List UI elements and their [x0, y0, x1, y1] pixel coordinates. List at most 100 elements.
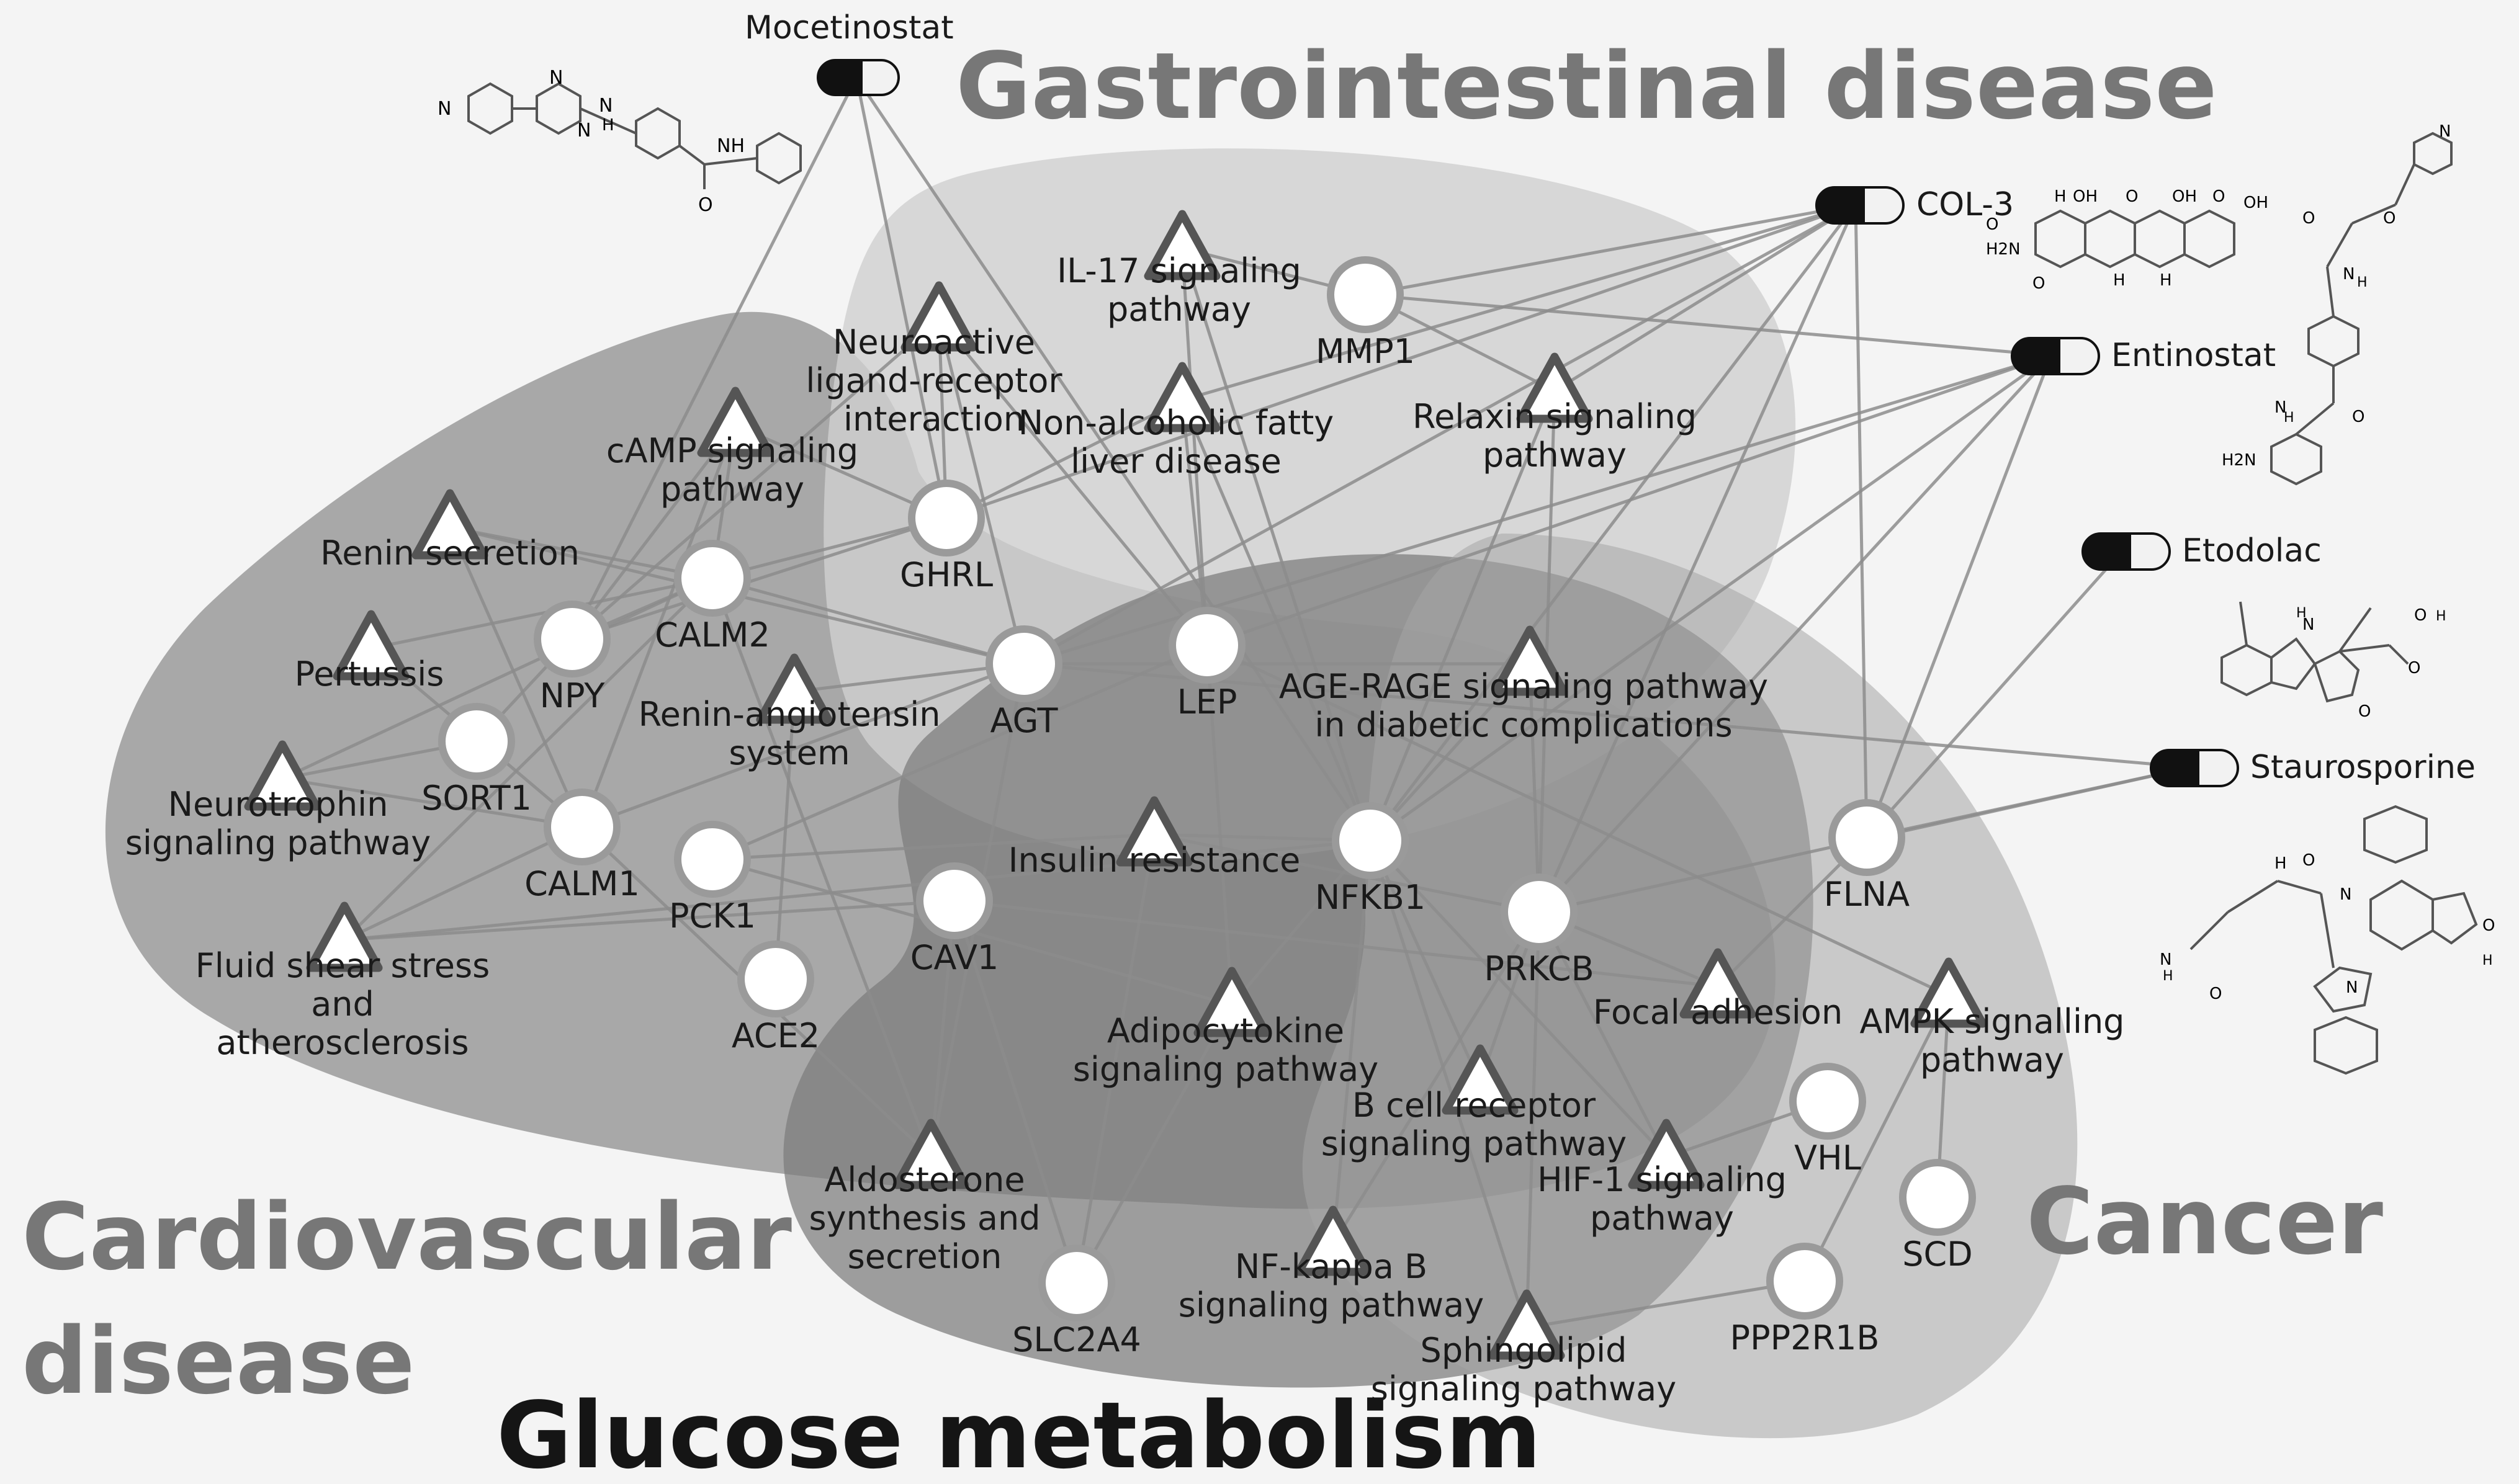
- gene-label: LEP: [1177, 682, 1237, 722]
- pathway-layer: IL-17 signalingpathwayNeuroactiveligand-…: [125, 210, 2125, 1408]
- region-label-gastrointestinal: Gastrointestinal disease: [956, 33, 2217, 140]
- gene-node-scd[interactable]: SCD: [1899, 1159, 1976, 1274]
- atom-label: H2N: [2222, 451, 2256, 470]
- region-label-cardiovascular-line1: Cardiovascular: [22, 1184, 792, 1290]
- pathway-node-focal[interactable]: Focal adhesion: [1593, 948, 1843, 1032]
- pathway-label: liver disease: [1071, 442, 1282, 481]
- gene-node-agt[interactable]: AGT: [986, 625, 1062, 740]
- gene-node-nfkb1[interactable]: NFKB1: [1315, 802, 1426, 917]
- edge-fluidshear-CALM1: [343, 825, 583, 942]
- gene-circle-icon: [1501, 874, 1578, 950]
- atom-label: N: [2346, 978, 2358, 997]
- edge-CALM2-AGT: [712, 576, 1025, 666]
- gene-node-pck1[interactable]: PCK1: [669, 821, 756, 936]
- edge-insulin-PCK1: [712, 833, 1155, 861]
- gene-node-calm2[interactable]: CALM2: [655, 540, 770, 655]
- drug-label-col3: COL-3: [1916, 186, 2014, 223]
- pathway-label: Aldosterone: [824, 1160, 1025, 1199]
- edge-SLC2A4-CAV1: [953, 900, 1079, 1284]
- drug-col3[interactable]: COL-3: [1815, 186, 2014, 225]
- edge-neuroactive-AGT: [937, 319, 1026, 664]
- edge-insulin-PRKCB: [1154, 833, 1540, 914]
- pathway-label: pathway: [1920, 1040, 2064, 1079]
- drug-staurosporine[interactable]: Staurosporine: [2150, 749, 2476, 787]
- gene-node-prkcb[interactable]: PRKCB: [1484, 874, 1594, 988]
- gene-node-mmp1[interactable]: MMP1: [1316, 256, 1415, 371]
- drug-entinostat[interactable]: Entinostat: [2011, 337, 2276, 375]
- edge-ras-AGT: [794, 662, 1025, 694]
- pathway-label: AGE-RAGE signaling pathway: [1279, 667, 1768, 706]
- pathway-triangle-icon: [1144, 210, 1221, 280]
- edge-entinostat-PRKCB: [1538, 354, 2052, 913]
- edge-nfkappab-NFKB1: [1331, 840, 1372, 1245]
- gene-label: GHRL: [900, 555, 993, 594]
- pathway-node-renin[interactable]: Renin secretion: [320, 489, 580, 573]
- gene-label: AGT: [990, 701, 1059, 740]
- gene-node-npy[interactable]: NPY: [534, 601, 611, 715]
- gene-node-slc2a4[interactable]: SLC2A4: [1012, 1245, 1141, 1359]
- edge-fluidshear-CAV1: [344, 899, 955, 942]
- gene-label: NPY: [540, 676, 606, 715]
- gene-node-ghrl[interactable]: GHRL: [900, 480, 993, 594]
- pathway-triangle-icon: [1491, 625, 1568, 696]
- edge-sphingolipid-NFKB1: [1368, 840, 1529, 1328]
- gene-node-cav1[interactable]: CAV1: [910, 862, 999, 977]
- atom-label: H: [2274, 854, 2287, 873]
- pathway-triangle-icon: [1488, 1289, 1565, 1360]
- edge-renin-CALM2: [449, 525, 713, 580]
- gene-node-sort1[interactable]: SORT1: [421, 703, 532, 818]
- gene-label: CAV1: [910, 938, 999, 977]
- gene-node-ppp2r1b[interactable]: PPP2R1B: [1730, 1243, 1880, 1357]
- gene-circle-icon: [1038, 1245, 1115, 1321]
- gene-label: ACE2: [732, 1016, 820, 1055]
- atom-label: H: [2284, 410, 2294, 426]
- pathway-triangle-icon: [892, 1119, 969, 1189]
- pathway-label: Fluid shear stress: [195, 946, 490, 985]
- gene-circle-icon: [1169, 607, 1246, 684]
- pathway-node-pertussis[interactable]: Pertussis: [295, 610, 444, 694]
- atom-label: H: [2296, 606, 2307, 621]
- pathway-label: synthesis and: [809, 1199, 1041, 1238]
- pathway-label: interaction: [843, 400, 1025, 439]
- pathway-label: Sphingolipid: [1421, 1331, 1627, 1370]
- gene-node-vhl[interactable]: VHL: [1789, 1063, 1866, 1178]
- gene-node-flna[interactable]: FLNA: [1824, 799, 1910, 914]
- gene-node-lep[interactable]: LEP: [1169, 607, 1246, 722]
- gene-node-calm1[interactable]: CALM1: [524, 789, 640, 903]
- atom-label: OH: [2172, 187, 2197, 206]
- edge-PCK1-LEP: [712, 643, 1208, 861]
- gene-node-ace2[interactable]: ACE2: [732, 941, 820, 1055]
- edge-nafld-LEP: [1180, 400, 1209, 646]
- edge-il17-NFKB1: [1180, 248, 1372, 841]
- pathway-label: secretion: [848, 1237, 1002, 1276]
- pathway-label: Focal adhesion: [1593, 993, 1843, 1032]
- drug-mocetinostat[interactable]: Mocetinostat: [745, 9, 954, 96]
- drug-etodolac[interactable]: Etodolac: [2081, 532, 2322, 571]
- pathway-node-insulin[interactable]: Insulin resistance: [1008, 796, 1301, 880]
- pathway-label: and: [311, 985, 374, 1024]
- entinostat-structure: N O O N H H N H2N O: [2222, 122, 2453, 486]
- pathway-triangle-icon: [697, 387, 774, 457]
- atom-label: N: [2340, 885, 2351, 904]
- atom-label: O: [2414, 606, 2427, 625]
- edge-aldosterone-CALM2: [711, 578, 933, 1158]
- edge-sphingolipid-PRKCB: [1525, 911, 1541, 1328]
- drug-label-staurosporine: Staurosporine: [2250, 749, 2476, 786]
